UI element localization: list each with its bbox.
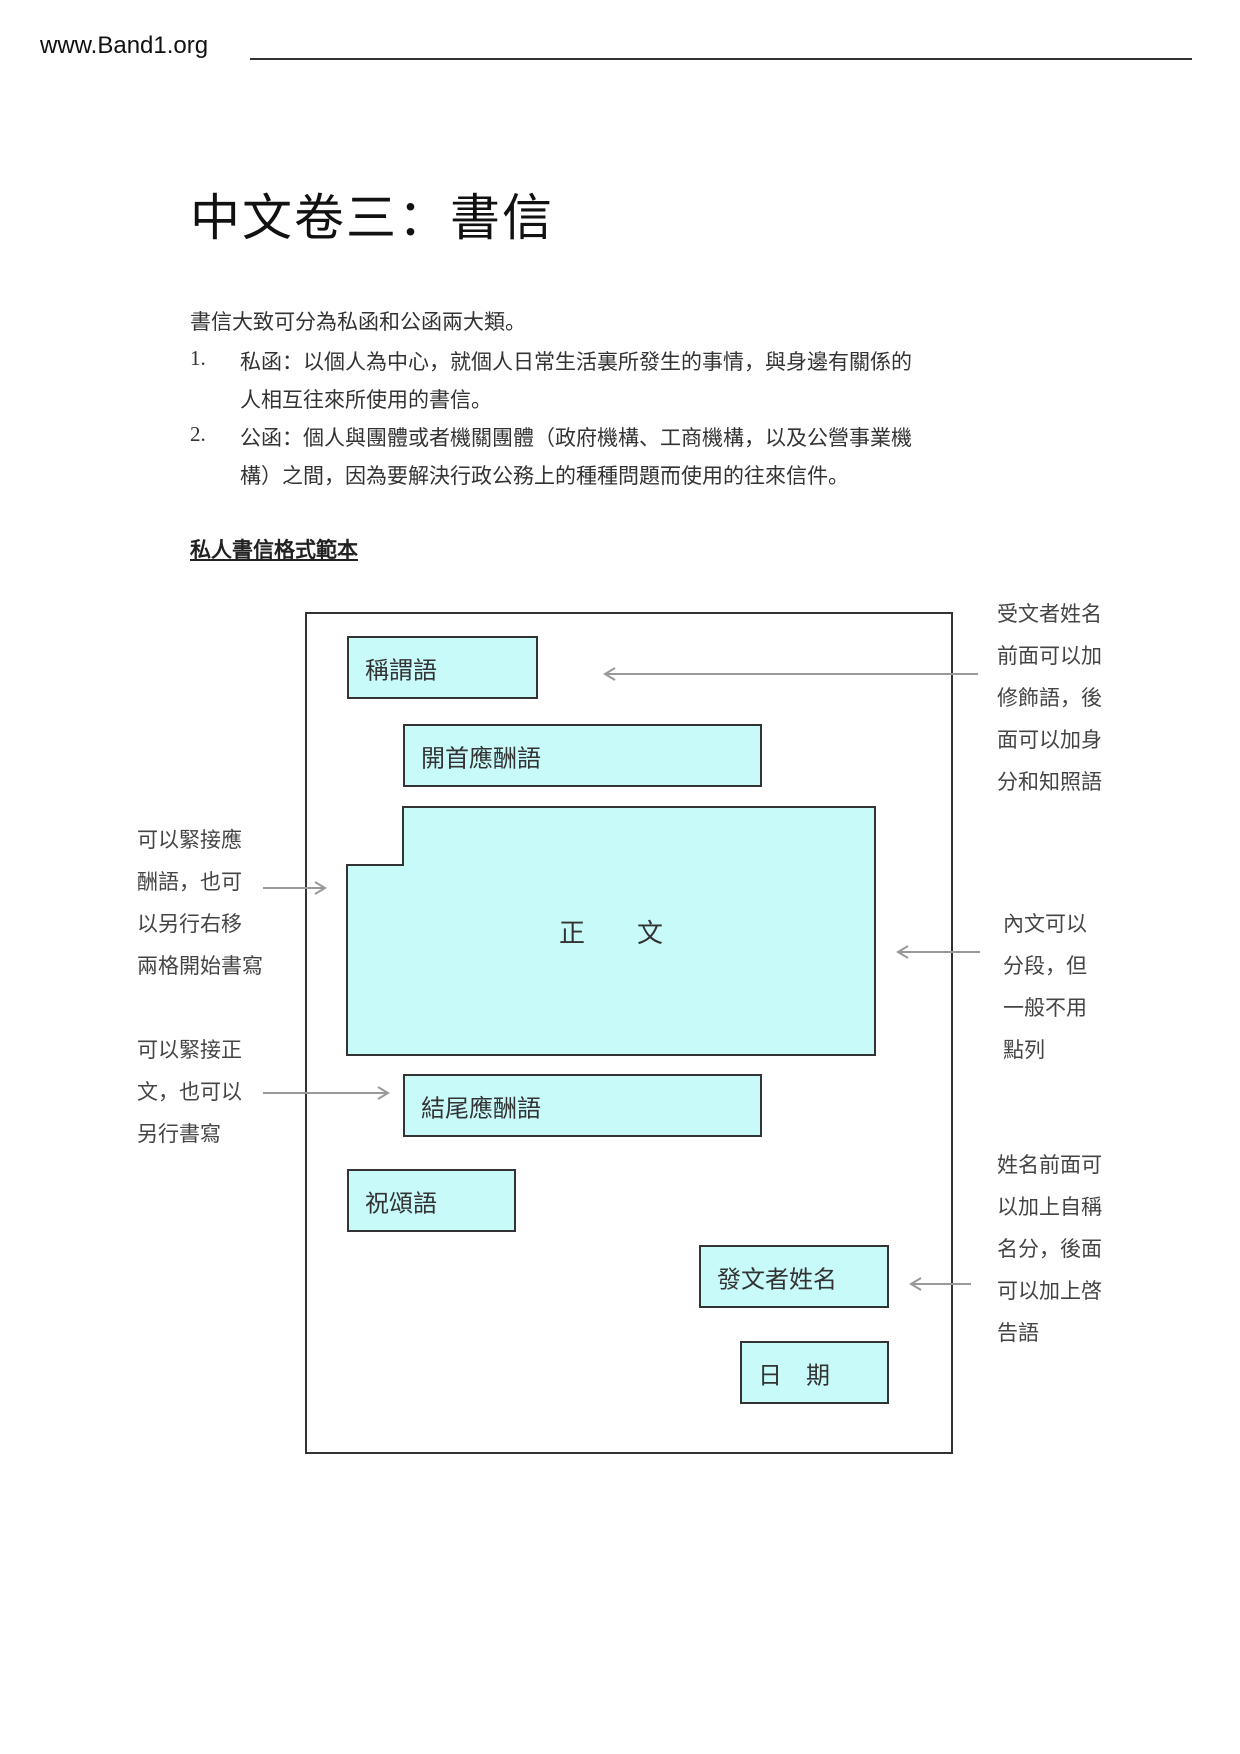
page-title: 中文卷三：書信	[190, 189, 554, 247]
date-label: 日 期	[758, 1361, 830, 1389]
section-heading: 私人書信格式範本	[190, 538, 358, 562]
site-url: www.Band1.org	[40, 32, 209, 59]
list-item-text: 私函：以個人為中心，就個人日常生活裏所發生的事情，與身邊有關係的	[240, 350, 912, 374]
note-line: 面可以加身	[997, 728, 1102, 752]
arrow-salutation	[603, 667, 978, 681]
note-line: 文，也可以	[137, 1080, 242, 1104]
arrow-body-start	[263, 881, 327, 895]
letter-frame	[305, 612, 953, 1454]
blessing-box: 祝頌語	[347, 1169, 516, 1232]
note-line: 點列	[1003, 1038, 1045, 1062]
note-line: 可以緊接應	[137, 828, 242, 852]
note-salutation: 受文者姓名 前面可以加 修飾語，後 面可以加身 分和知照語	[997, 593, 1102, 803]
list-item-text: 公函：個人與團體或者機關團體（政府機構、工商機構，以及公營事業機	[240, 426, 912, 450]
note-line: 酬語，也可	[137, 870, 242, 894]
note-closing: 可以緊接正 文，也可以 另行書寫	[137, 1029, 242, 1155]
list-item-text: 人相互往來所使用的書信。	[240, 388, 492, 412]
note-line: 另行書寫	[137, 1122, 221, 1146]
note-sender: 姓名前面可 以加上自稱 名分，後面 可以加上啓 告語	[997, 1144, 1102, 1354]
note-line: 受文者姓名	[997, 602, 1102, 626]
note-line: 以另行右移	[137, 912, 242, 936]
salutation-box: 稱謂語	[347, 636, 538, 699]
note-line: 姓名前面可	[997, 1153, 1102, 1177]
arrow-closing	[263, 1086, 390, 1100]
opening-box: 開首應酬語	[403, 724, 762, 787]
note-line: 可以緊接正	[137, 1038, 242, 1062]
blessing-label: 祝頌語	[365, 1189, 437, 1217]
note-line: 一般不用	[1003, 996, 1087, 1020]
note-line: 分和知照語	[997, 770, 1102, 794]
note-line: 前面可以加	[997, 644, 1102, 668]
sender-label: 發文者姓名	[717, 1265, 837, 1293]
intro-text: 書信大致可分為私函和公函兩大類。	[190, 310, 526, 334]
note-line: 內文可以	[1003, 912, 1087, 936]
opening-label: 開首應酬語	[421, 744, 541, 772]
list-item-text: 構）之間，因為要解決行政公務上的種種問題而使用的往來信件。	[240, 464, 849, 488]
note-line: 以加上自稱	[997, 1195, 1102, 1219]
arrow-body	[896, 945, 980, 959]
sender-box: 發文者姓名	[699, 1245, 889, 1308]
note-line: 可以加上啓	[997, 1279, 1102, 1303]
note-line: 兩格開始書寫	[137, 954, 263, 978]
date-box: 日 期	[740, 1341, 889, 1404]
body-label: 正 文	[558, 918, 663, 949]
note-line: 告語	[997, 1321, 1039, 1345]
note-body-start: 可以緊接應 酬語，也可 以另行右移 兩格開始書寫	[137, 819, 263, 987]
list-item-number: 1.	[190, 346, 206, 370]
salutation-label: 稱謂語	[365, 656, 437, 684]
note-line: 修飾語，後	[997, 686, 1102, 710]
header-rule	[250, 58, 1192, 60]
note-line: 名分，後面	[997, 1237, 1102, 1261]
list-item-number: 2.	[190, 422, 206, 446]
closing-label: 結尾應酬語	[421, 1094, 541, 1122]
note-line: 分段，但	[1003, 954, 1087, 978]
body-box	[346, 806, 876, 1056]
arrow-sender	[909, 1277, 971, 1291]
note-body: 內文可以 分段，但 一般不用 點列	[1003, 903, 1087, 1071]
closing-box: 結尾應酬語	[403, 1074, 762, 1137]
